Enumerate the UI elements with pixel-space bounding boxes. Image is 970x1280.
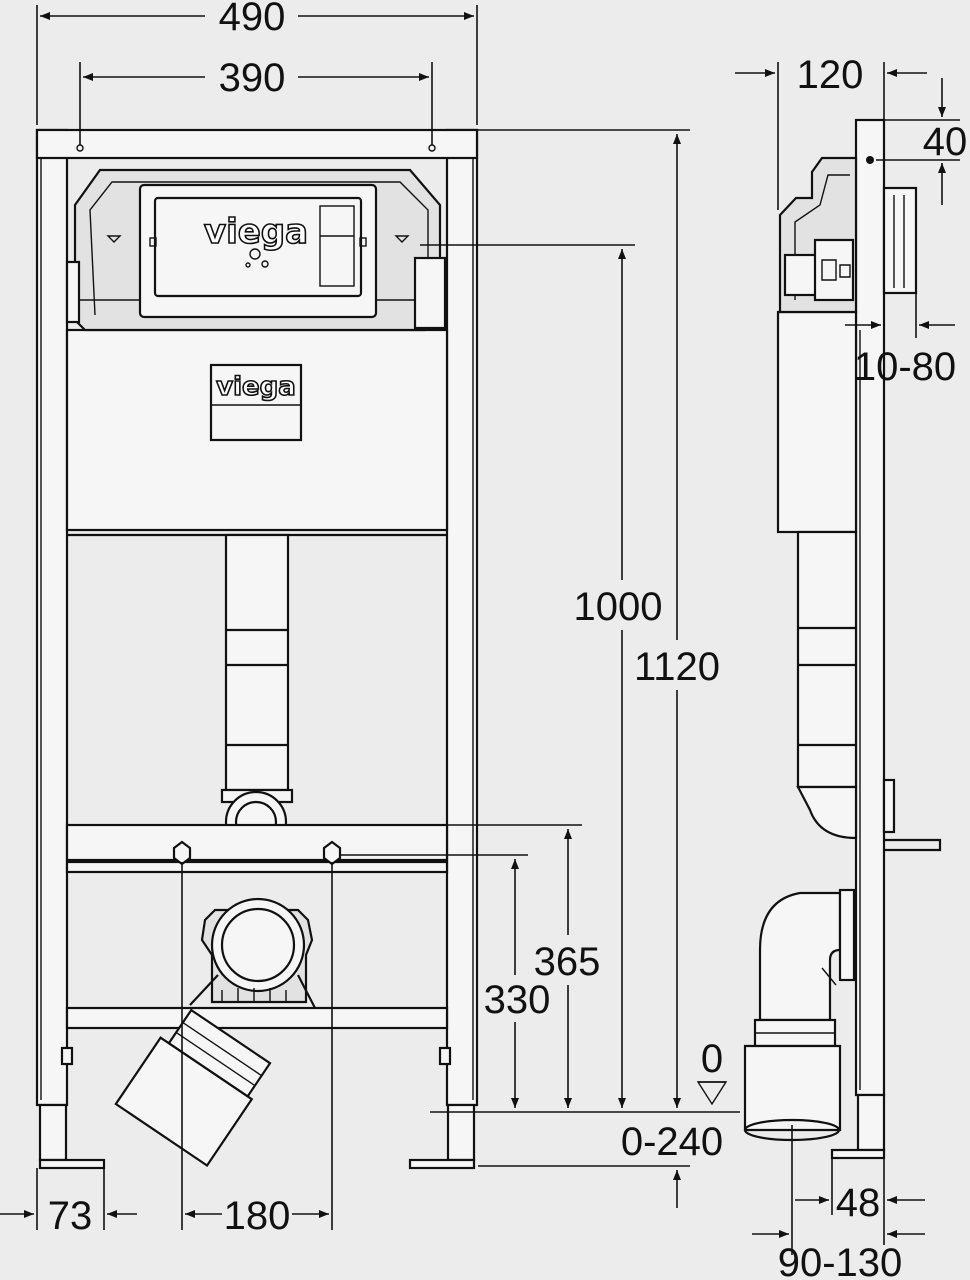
side-cistern [776,310,858,534]
waste-pipe [114,1036,254,1168]
dim-40: 40 [923,120,968,164]
dim-zero: 0 [701,1037,723,1081]
left-upright [35,128,69,1107]
left-foot [38,1103,68,1162]
cistern-logo: viega [216,372,296,402]
dim-0-240: 0-240 [621,1120,723,1164]
side-flush-pipe [796,530,858,789]
front-view: viega viega [35,128,479,1170]
side-waste-elbow [758,891,842,1022]
flush-plate-logo: viega [204,212,308,252]
waste-outlet [210,897,306,993]
side-waste-outlet [743,1044,842,1132]
side-view [743,118,942,1160]
dim-120: 120 [797,53,864,97]
dim-365: 365 [534,940,601,984]
front-dimensions: 490 390 1120 1000 365 330 0 0- [0,0,740,1238]
side-dimensions: 120 40 10-80 48 90-130 [735,53,967,1280]
side-actuator [882,186,918,295]
top-rail [35,128,479,160]
cistern-label [209,363,303,442]
left-bolt [172,840,192,866]
middle-rail [65,823,449,862]
side-foot [856,1093,886,1152]
dim-73: 73 [48,1194,93,1238]
dim-90-130: 90-130 [778,1241,903,1280]
dim-10-80: 10-80 [854,345,956,389]
dim-180: 180 [224,1194,291,1238]
dim-390: 390 [219,56,286,100]
lower-rail [65,860,449,874]
right-bolt [322,840,342,866]
flush-pipe [224,533,290,792]
right-foot [446,1103,476,1162]
bottom-rail [65,1006,449,1030]
dim-330: 330 [484,978,551,1022]
zero-level-marker [696,1081,728,1106]
dim-1120: 1120 [634,645,720,689]
flush-plate [153,196,363,298]
dim-490: 490 [219,0,286,39]
dim-48: 48 [836,1181,881,1225]
dim-1000: 1000 [574,585,663,629]
